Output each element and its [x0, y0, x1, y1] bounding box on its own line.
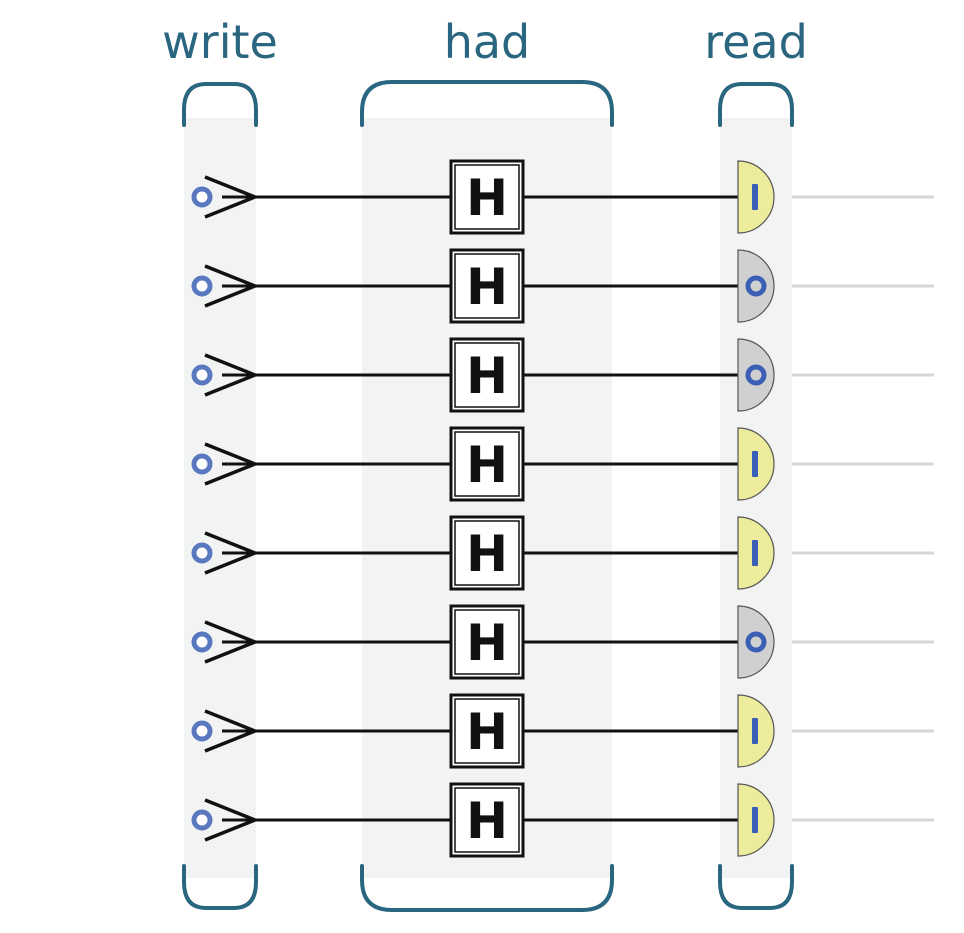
hadamard-gate-inner: [454, 609, 520, 675]
qubit-row: H: [191, 337, 934, 413]
write-state-circle: [191, 453, 213, 475]
hadamard-gate-inner: [454, 787, 520, 853]
write-chevron: [204, 442, 260, 486]
hadamard-gate-inner: [454, 253, 520, 319]
had-top-bracket: [360, 80, 614, 127]
write-column-band: [184, 118, 256, 878]
read-column-band: [720, 118, 792, 878]
hadamard-gate-inner: [454, 342, 520, 408]
hadamard-gate: [449, 604, 525, 680]
result-one-bar: [752, 807, 758, 833]
result-one-bar: [752, 451, 758, 477]
result-one-bar: [752, 540, 758, 566]
hadamard-gate-inner: [454, 431, 520, 497]
result-zero-circle: [745, 364, 767, 386]
hadamard-gate: [449, 782, 525, 858]
qubit-row: H: [191, 515, 934, 591]
write-chevron: [204, 353, 260, 397]
write-state-circle: [191, 809, 213, 831]
result-zero-circle: [745, 275, 767, 297]
hadamard-gate-label: H: [466, 436, 508, 494]
write-chevron: [204, 531, 260, 575]
hadamard-gate-label: H: [466, 525, 508, 583]
hadamard-gate: [449, 159, 525, 235]
hadamard-gate: [449, 248, 525, 324]
write-state-circle: [191, 720, 213, 742]
hadamard-gate-label: H: [466, 169, 508, 227]
result-one-bar: [752, 718, 758, 744]
column-label-write: write: [162, 15, 278, 69]
write-state-circle: [191, 631, 213, 653]
hadamard-gate: [449, 693, 525, 769]
hadamard-gate-label: H: [466, 703, 508, 761]
column-label-had: had: [444, 15, 531, 69]
write-top-bracket: [182, 82, 258, 127]
read-top-bracket: [718, 82, 794, 127]
write-state-circle: [191, 542, 213, 564]
qubit-row: H: [191, 604, 934, 680]
qubit-row: H: [191, 693, 934, 769]
column-label-read: read: [704, 15, 808, 69]
qubit-row: H: [191, 248, 934, 324]
write-state-circle: [191, 364, 213, 386]
write-chevron: [204, 264, 260, 308]
measurement-zero: [737, 605, 775, 679]
hadamard-gate-label: H: [466, 347, 508, 405]
hadamard-gate-inner: [454, 164, 520, 230]
write-state-circle: [191, 275, 213, 297]
measurement-zero: [737, 338, 775, 412]
hadamard-gate-inner: [454, 698, 520, 764]
measurement-zero: [737, 249, 775, 323]
hadamard-gate: [449, 515, 525, 591]
hadamard-gate: [449, 426, 525, 502]
hadamard-gate-label: H: [466, 614, 508, 672]
hadamard-gate-label: H: [466, 792, 508, 850]
qubit-row: H: [191, 159, 934, 235]
hadamard-gate-label: H: [466, 258, 508, 316]
result-zero-circle: [745, 631, 767, 653]
had-bottom-bracket: [360, 864, 614, 912]
hadamard-gate-inner: [454, 520, 520, 586]
write-state-circle: [191, 186, 213, 208]
write-bottom-bracket: [182, 864, 258, 910]
hadamard-gate: [449, 337, 525, 413]
write-chevron: [204, 798, 260, 842]
qubit-row: H: [191, 426, 934, 502]
write-chevron: [204, 709, 260, 753]
write-chevron: [204, 175, 260, 219]
result-one-bar: [752, 184, 758, 210]
write-chevron: [204, 620, 260, 664]
read-bottom-bracket: [718, 864, 794, 910]
qubit-row: H: [191, 782, 934, 858]
